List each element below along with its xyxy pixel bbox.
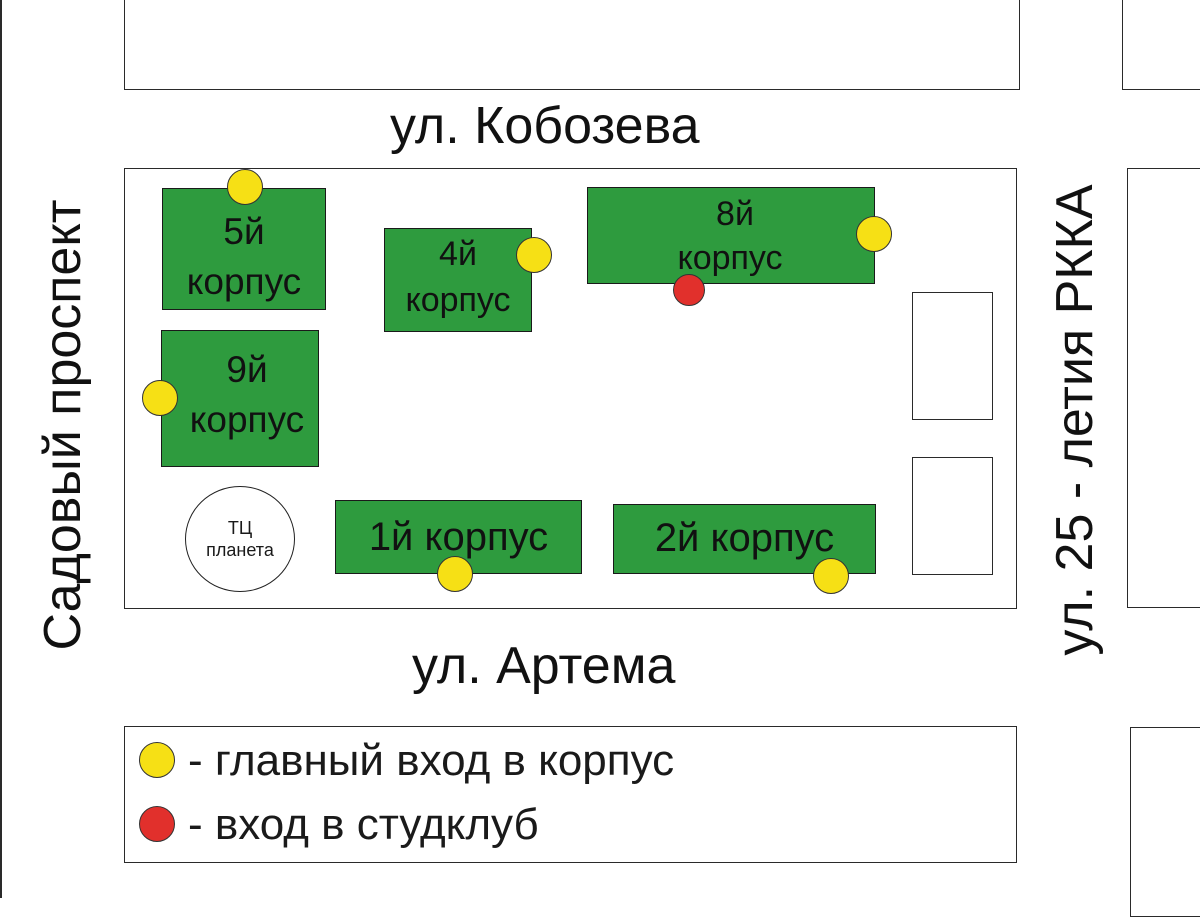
building-5 [162,188,326,310]
west-boundary-line [0,0,2,898]
legend-box [124,726,1017,863]
building-5-label-word: корпус [186,261,302,302]
street-label-west: Садовый проспект [34,199,92,651]
building-5-label-number: 5й [223,211,265,252]
entrance-student-club [673,274,705,306]
building-9 [161,330,319,467]
annex-block-upper [912,292,993,420]
building-1-label: 1й корпус [368,515,549,559]
street-label-north: ул. Кобозева [390,97,700,155]
shopping-center-circle: ТЦ планета [185,486,295,592]
street-label-east: ул. 25 - летия РККА [1046,184,1104,656]
shopping-center-label-abbr: ТЦ [227,518,253,538]
annex-block-lower [912,457,993,575]
block-north [124,0,1020,90]
entrance-main-building-1 [437,556,473,592]
block-northeast [1122,0,1200,90]
entrance-main-building-5 [227,169,263,205]
building-8-label-word: корпус [677,239,783,277]
building-4-label-number: 4й [439,235,477,273]
entrance-main-building-4 [516,237,552,273]
legend-main-entrance-label: - главный вход в корпус [188,736,675,785]
building-8 [587,187,875,284]
entrance-main-building-9 [142,380,178,416]
legend-club-entrance-label: - вход в студклуб [188,800,539,849]
street-label-south: ул. Артема [412,637,676,695]
legend-main-entrance-icon [139,742,175,778]
building-2-label: 2й корпус [654,516,835,560]
building-9-label-word: корпус [189,399,305,440]
legend-club-entrance-icon [139,806,175,842]
block-east [1127,168,1200,608]
block-southeast [1130,727,1200,917]
building-4 [384,228,532,332]
entrance-main-building-2 [813,558,849,594]
building-8-label-number: 8й [716,195,754,233]
building-4-label-word: корпус [405,281,511,319]
shopping-center-label-name: планета [206,540,274,560]
building-9-label-number: 9й [226,349,268,390]
entrance-main-building-8 [856,216,892,252]
